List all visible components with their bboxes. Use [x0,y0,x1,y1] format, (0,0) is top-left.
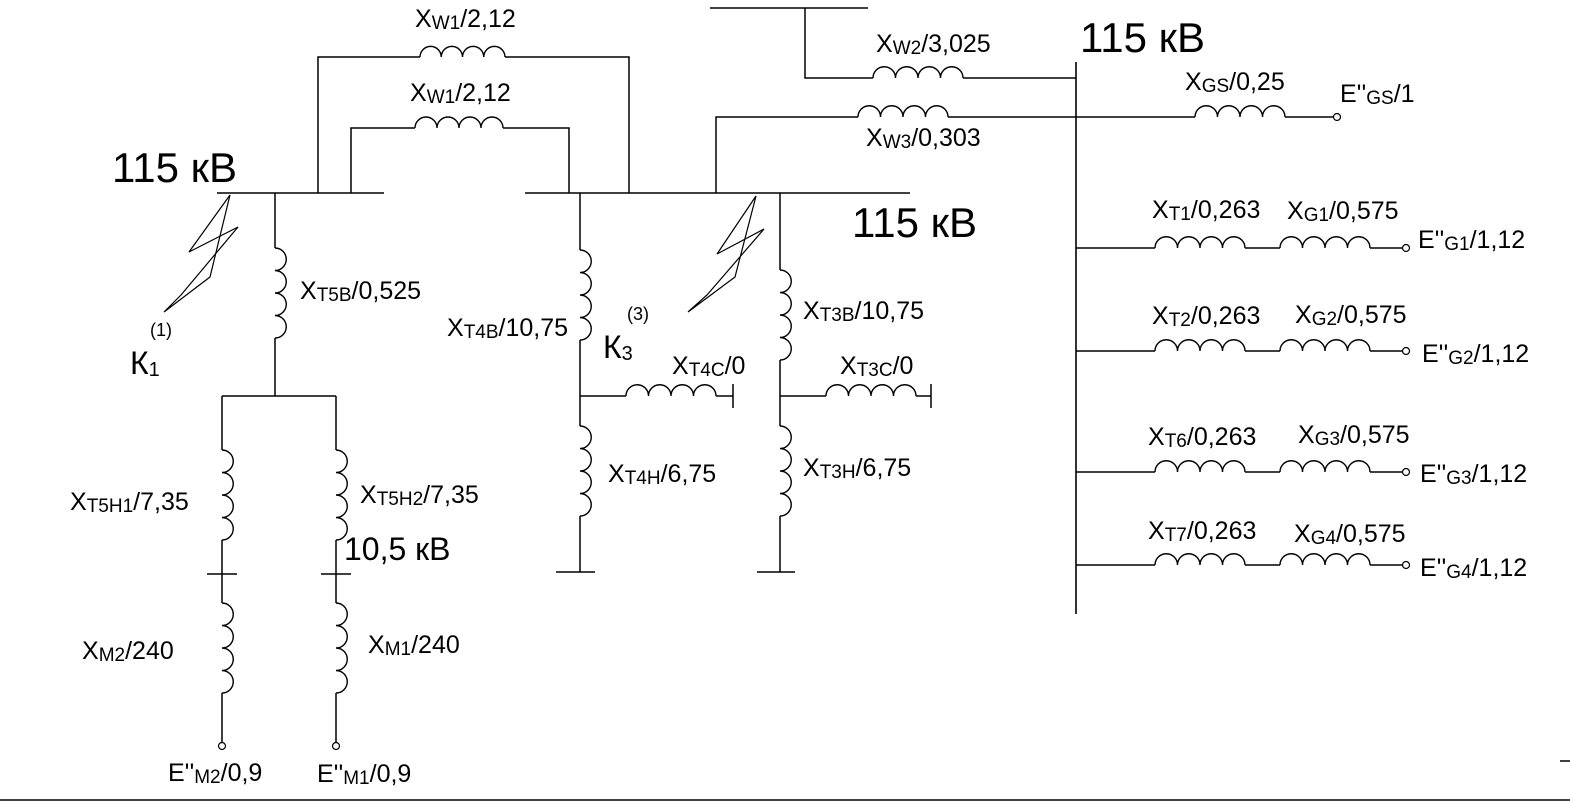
xw1-top-label: XW1/2,12 [415,5,516,34]
xt5v-wire [222,193,336,397]
eg3-label: E''G3/1,12 [1420,460,1527,489]
xw3-wire [715,116,1076,193]
xt4n-label: XТ4Н/6,75 [608,460,716,489]
xw2-wire [804,8,1076,79]
egs-terminal [1332,112,1342,122]
t3-wire [757,193,932,573]
xt4c-label: XТ4С/0 [672,352,745,381]
xm2-label: XМ2/240 [82,637,174,666]
xt5n2-label: XТ5Н2/7,35 [360,481,479,510]
xt4v-reactor [579,249,592,341]
bus-mid-voltage-label: 115 кВ [852,199,977,246]
xt3n-reactor [779,425,792,517]
fault-k3-lightning [687,195,765,313]
fault-k3-order: (3) [627,304,649,324]
fault-k3-label: К3 [603,329,633,365]
xw1-bottom-label: XW1/2,12 [410,79,511,108]
xw2-reactor [872,66,964,79]
xt5n1-label: XТ5Н1/7,35 [70,488,189,517]
xt1-label: XТ1/0,263 [1152,196,1260,225]
xm1-label: XМ1/240 [368,631,460,660]
em1-label: E''М1/0,9 [317,760,411,789]
xw1-top-reactor [419,45,506,58]
xg4-label: XG4/0,575 [1294,520,1406,549]
fault-k1-label: К1 [130,345,160,381]
generator-branch-4 [1076,553,1411,570]
generator-branch-1 [1076,236,1411,253]
xw1-top-wire [317,56,630,193]
t4-wire [556,193,734,573]
fault-k1-lightning [163,194,239,313]
xg3-label: XG3/0,575 [1298,421,1410,450]
xt5n2-reactor [335,449,348,541]
generator-branch-3 [1076,460,1411,477]
xt3v-label: XТ3В/10,75 [803,297,924,326]
em2-terminal [217,741,227,751]
xgs-label: XGS/0,25 [1185,68,1285,97]
xw2-label: XW2/3,025 [876,30,991,59]
bus-left-voltage-label: 115 кВ [112,144,237,191]
egs-label: E''GS/1 [1340,80,1415,109]
xt4v-label: XТ4В/10,75 [447,314,568,343]
eg1-label: E''G1/1,12 [1418,226,1525,255]
xt3v-reactor [779,269,792,361]
xt5v-reactor [274,247,287,339]
xw3-reactor [857,105,949,118]
fault-k1-order: (1) [150,320,172,340]
eg4-label: E''G4/1,12 [1420,554,1527,583]
xt4c-reactor [625,384,717,397]
xgs-reactor [1194,105,1286,118]
xt4n-reactor [579,425,592,517]
xm2-reactor [221,602,234,694]
em1-terminal [331,741,341,751]
xt3n-label: XТ3Н/6,75 [803,454,911,483]
xw1-bottom-wire [350,127,570,193]
xt2-label: XТ2/0,263 [1152,302,1260,331]
xw1-bottom-reactor [414,116,504,129]
bus-right-voltage-label: 115 кВ [1080,14,1205,61]
generator-branch-2 [1076,339,1411,356]
xt7-label: XТ7/0,263 [1148,517,1256,546]
motor-branch-1-wire [321,396,351,742]
xg1-label: XG1/0,575 [1287,197,1399,226]
xw3-label: XW3/0,303 [866,124,981,153]
eg2-label: E''G2/1,12 [1422,340,1529,369]
xt5v-label: XТ5В/0,525 [300,277,421,306]
bus-low-voltage-label: 10,5 кВ [344,531,451,567]
xt3c-label: XТ3С/0 [840,352,913,381]
xt3c-reactor [825,384,917,397]
motor-branch-2-wire [207,396,237,742]
xm1-reactor [335,602,348,694]
xt6-label: XТ6/0,263 [1148,423,1256,452]
em2-label: E''М2/0,9 [168,759,262,788]
xg2-label: XG2/0,575 [1295,301,1407,330]
xt5n1-reactor [221,449,234,541]
